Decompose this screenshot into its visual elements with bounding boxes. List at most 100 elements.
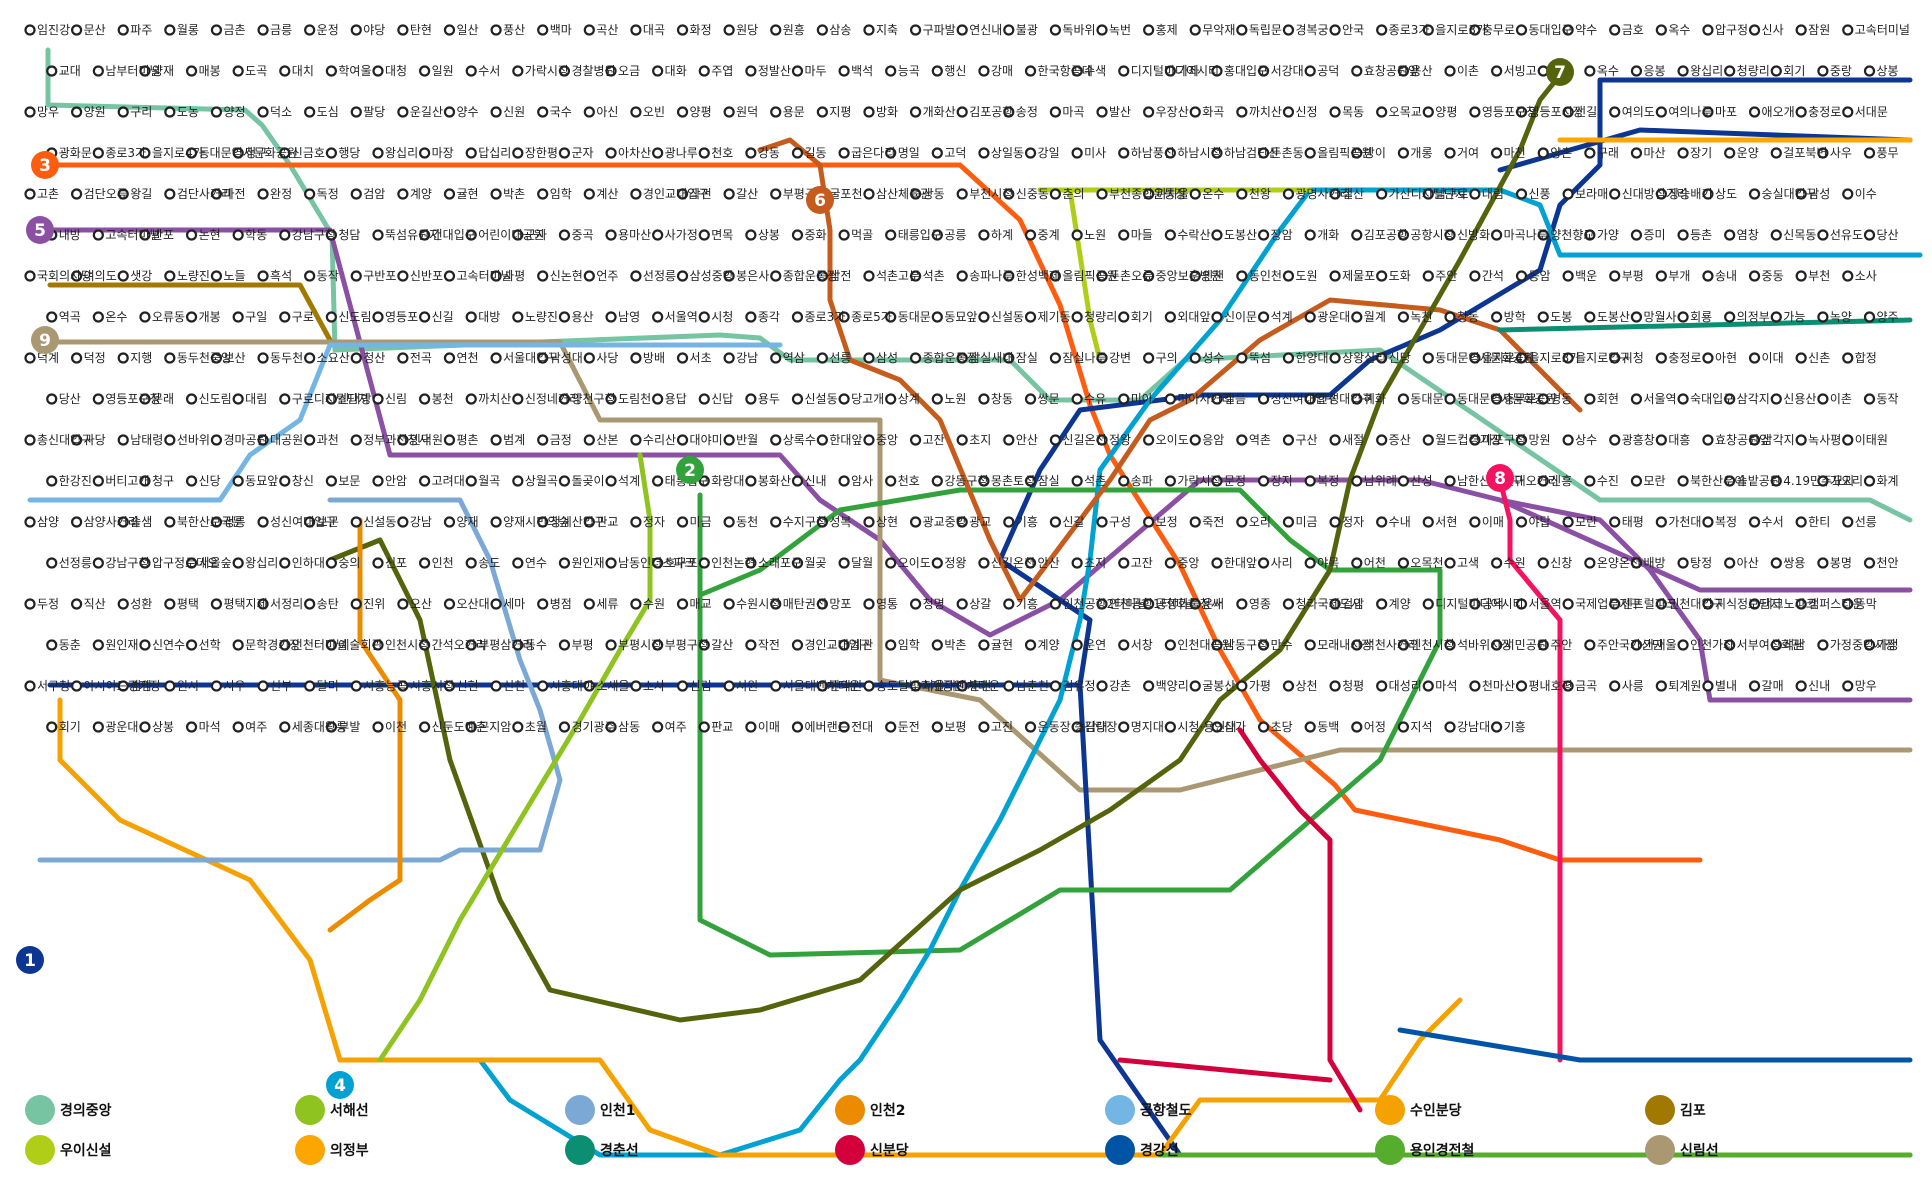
station[interactable] (1024, 639, 1037, 651)
station[interactable] (1351, 721, 1363, 733)
station-dot[interactable] (304, 188, 316, 200)
station[interactable] (443, 352, 456, 364)
station[interactable] (1164, 393, 1176, 405)
station[interactable] (443, 188, 456, 200)
station[interactable] (978, 721, 990, 733)
station[interactable] (1164, 721, 1176, 733)
station-dot[interactable] (816, 680, 828, 692)
station[interactable] (1304, 393, 1316, 405)
station-dot[interactable] (304, 270, 316, 282)
station[interactable] (397, 516, 409, 528)
station[interactable] (931, 147, 943, 159)
station-dot[interactable] (279, 229, 291, 241)
station[interactable] (1164, 311, 1176, 323)
station[interactable] (1164, 557, 1176, 569)
station-dot[interactable] (1630, 557, 1643, 569)
station[interactable] (909, 598, 922, 610)
station-dot[interactable] (652, 639, 664, 651)
station-dot[interactable] (770, 680, 782, 692)
station[interactable] (1164, 639, 1176, 651)
station-dot[interactable] (1677, 311, 1689, 323)
station[interactable] (931, 229, 943, 241)
station-dot[interactable] (583, 598, 595, 610)
station[interactable] (1630, 147, 1643, 159)
station[interactable] (1376, 106, 1388, 118)
station-dot[interactable] (350, 24, 362, 36)
station-dot[interactable] (1748, 598, 1761, 610)
station[interactable] (863, 188, 875, 200)
station[interactable] (1003, 270, 1015, 282)
station[interactable] (279, 639, 291, 651)
station-dot[interactable] (1003, 516, 1015, 528)
station-dot[interactable] (723, 188, 735, 200)
station[interactable] (92, 475, 104, 487)
station-dot[interactable] (1444, 721, 1456, 733)
station[interactable] (1376, 516, 1388, 528)
station-dot[interactable] (210, 270, 223, 282)
station[interactable] (490, 106, 502, 118)
station-dot[interactable] (1863, 229, 1876, 241)
station[interactable] (1630, 557, 1643, 569)
station[interactable] (24, 270, 36, 282)
station[interactable] (1491, 229, 1503, 241)
station-dot[interactable] (956, 680, 968, 692)
station[interactable] (1118, 229, 1130, 241)
station[interactable] (117, 188, 129, 200)
station-dot[interactable] (210, 106, 223, 118)
station[interactable] (512, 557, 524, 569)
station-dot[interactable] (512, 65, 524, 77)
station[interactable] (325, 639, 337, 651)
station[interactable] (1143, 352, 1155, 364)
station[interactable] (956, 680, 968, 692)
station-dot[interactable] (92, 147, 104, 159)
station[interactable] (1236, 680, 1248, 692)
station-dot[interactable] (838, 393, 850, 405)
station-dot[interactable] (1024, 311, 1037, 323)
station-dot[interactable] (397, 106, 409, 118)
station-dot[interactable] (1770, 65, 1782, 77)
station[interactable] (1562, 270, 1574, 282)
station-dot[interactable] (1118, 721, 1130, 733)
station[interactable] (1329, 106, 1341, 118)
station[interactable] (630, 270, 642, 282)
station-dot[interactable] (1189, 352, 1201, 364)
station[interactable] (652, 639, 664, 651)
station[interactable] (1236, 352, 1248, 364)
station[interactable] (1444, 557, 1456, 569)
station-dot[interactable] (1724, 557, 1736, 569)
station[interactable] (1562, 516, 1574, 528)
station[interactable] (652, 311, 664, 323)
station[interactable] (372, 147, 384, 159)
station-dot[interactable] (232, 393, 244, 405)
station[interactable] (1282, 516, 1295, 528)
station[interactable] (1584, 311, 1596, 323)
station-dot[interactable] (978, 639, 990, 651)
station[interactable] (1655, 352, 1667, 364)
station[interactable] (92, 147, 104, 159)
station-dot[interactable] (1537, 229, 1549, 241)
station-dot[interactable] (1609, 106, 1621, 118)
station-dot[interactable] (1584, 475, 1596, 487)
station[interactable] (1842, 516, 1854, 528)
station-dot[interactable] (652, 229, 664, 241)
station-dot[interactable] (1677, 475, 1689, 487)
station-dot[interactable] (1024, 721, 1037, 733)
station[interactable] (92, 311, 104, 323)
station[interactable] (350, 24, 362, 36)
station-dot[interactable] (1071, 475, 1083, 487)
station[interactable] (210, 434, 223, 446)
station[interactable] (350, 188, 362, 200)
station[interactable] (1748, 106, 1761, 118)
station[interactable] (956, 270, 968, 282)
station-dot[interactable] (558, 475, 571, 487)
station-dot[interactable] (372, 393, 384, 405)
station-dot[interactable] (1422, 24, 1434, 36)
station[interactable] (978, 311, 990, 323)
station-dot[interactable] (931, 311, 943, 323)
station-dot[interactable] (185, 475, 198, 487)
station[interactable] (1491, 639, 1503, 651)
station-dot[interactable] (1024, 229, 1037, 241)
station-dot[interactable] (1211, 475, 1223, 487)
station-dot[interactable] (1096, 598, 1108, 610)
station-dot[interactable] (139, 311, 151, 323)
